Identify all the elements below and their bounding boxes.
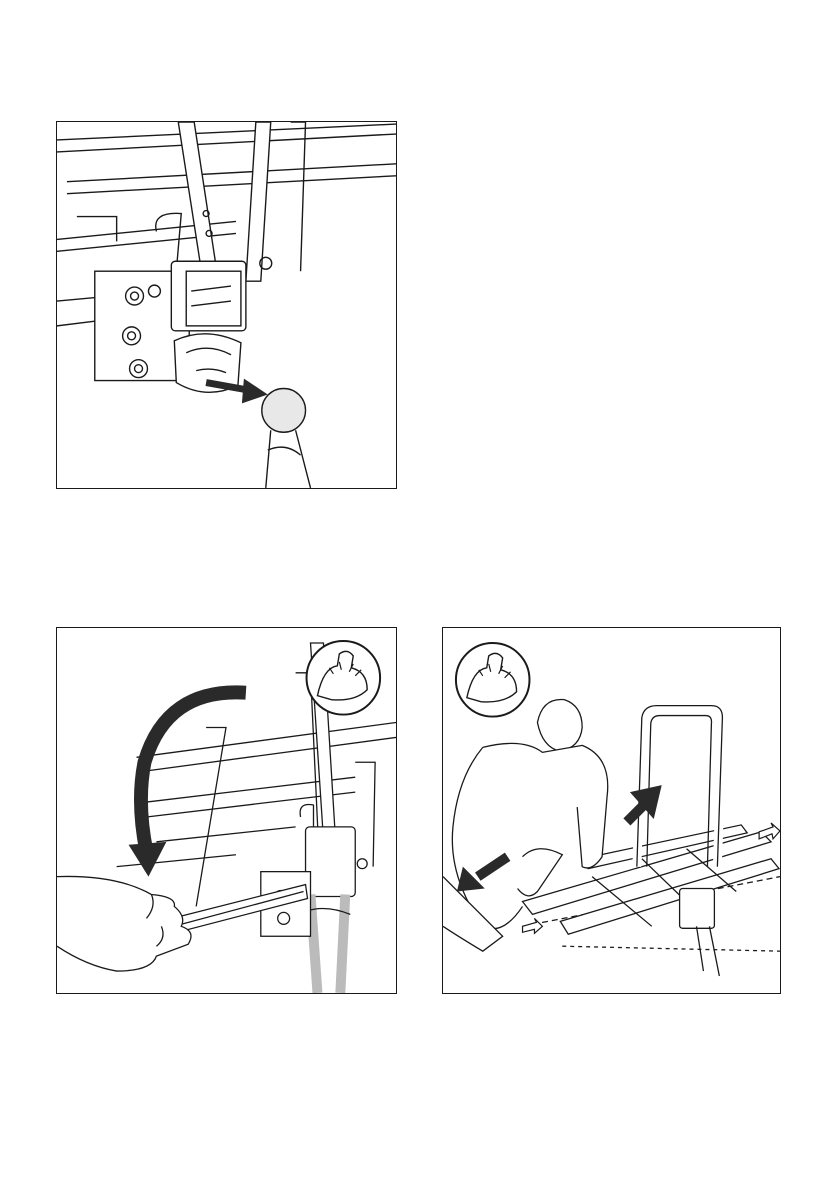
illustration-panel-push-carrier	[442, 627, 781, 994]
fold-down-illustration	[57, 628, 396, 993]
push-carrier-illustration	[443, 628, 780, 993]
strength-bicep-icon	[456, 643, 530, 717]
strength-bicep-icon	[307, 641, 381, 715]
illustration-panel-coupling-release	[56, 121, 397, 489]
coupling-release-illustration	[57, 122, 396, 488]
rotate-down-arrow-icon	[129, 692, 246, 876]
push-arrow-icon	[627, 785, 662, 822]
illustration-panel-fold-down	[56, 627, 397, 994]
